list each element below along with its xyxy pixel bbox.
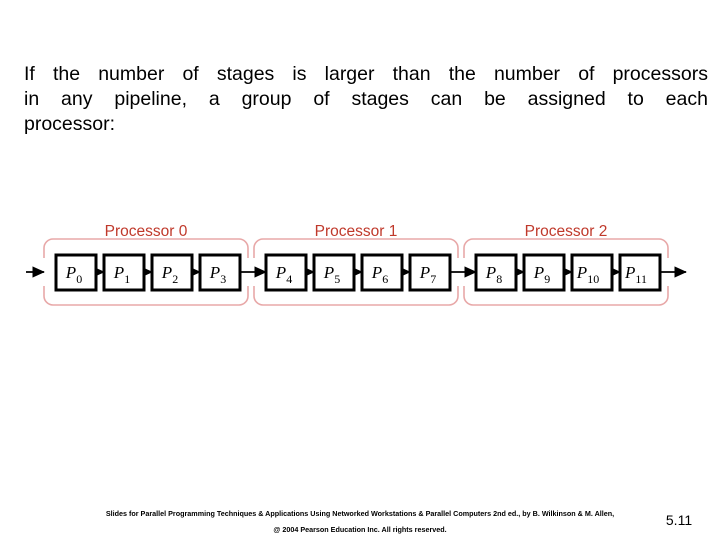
stage-label-sub: 0: [76, 272, 82, 286]
stage-label-base: P: [371, 263, 382, 282]
stage-group-processor-2: P8 P9 P10 P11: [474, 253, 662, 292]
stage-box[interactable]: [408, 253, 452, 292]
stage-label-sub: 2: [172, 272, 178, 286]
svg-text:P8: P8: [485, 263, 502, 286]
stage-box[interactable]: [360, 253, 404, 292]
svg-text:P2: P2: [161, 263, 178, 286]
stage-box[interactable]: [150, 253, 194, 292]
group-label-processor-1: Processor 1: [315, 223, 398, 240]
stage-box[interactable]: [570, 253, 614, 292]
stage-label-base: P: [419, 263, 430, 282]
svg-text:P4: P4: [275, 263, 292, 286]
stage-label-base: P: [533, 263, 544, 282]
stage-label-sub: 10: [587, 272, 599, 286]
stage-label-base: P: [576, 263, 587, 282]
svg-text:P1: P1: [113, 263, 130, 286]
stage-label-base: P: [209, 263, 220, 282]
stage-group-processor-0: P0 P1 P2 P3: [54, 253, 242, 292]
stage-box[interactable]: [522, 253, 566, 292]
svg-text:P6: P6: [371, 263, 388, 286]
stage-label-sub: 8: [496, 272, 502, 286]
stage-label-sub: 6: [382, 272, 388, 286]
footer-credit-line: Slides for Parallel Programming Techniqu…: [105, 509, 615, 518]
page-number: 5.11: [665, 512, 693, 528]
svg-text:P9: P9: [533, 263, 550, 286]
group-label-processor-0: Processor 0: [105, 223, 188, 240]
group-label-processor-2: Processor 2: [525, 223, 608, 240]
stage-label-base: P: [65, 263, 76, 282]
stage-label-sub: 4: [286, 272, 292, 286]
body-line-3: processor:: [24, 113, 116, 135]
pipeline-diagram: Processor 0 Processor 1 Processor 2 P0: [0, 210, 720, 320]
stage-label-sub: 5: [334, 272, 340, 286]
svg-text:P11: P11: [624, 263, 647, 286]
group-labels: Processor 0 Processor 1 Processor 2: [105, 223, 608, 240]
stage-label-base: P: [624, 263, 635, 282]
stage-label-base: P: [485, 263, 496, 282]
stage-label-base: P: [161, 263, 172, 282]
stage-label-base: P: [275, 263, 286, 282]
stage-box[interactable]: [312, 253, 356, 292]
stage-label-sub: 3: [220, 272, 226, 286]
stage-label-sub: 7: [430, 272, 436, 286]
stage-label-base: P: [323, 263, 334, 282]
svg-text:P7: P7: [419, 263, 436, 286]
svg-text:P0: P0: [65, 263, 82, 286]
stage-label-base: P: [113, 263, 124, 282]
stage-label-sub: 11: [635, 272, 647, 286]
footer-copyright-line: @ 2004 Pearson Education Inc. All rights…: [273, 525, 447, 534]
slide-footer: Slides for Parallel Programming Techniqu…: [0, 506, 720, 538]
stage-box[interactable]: [198, 253, 242, 292]
stage-label-sub: 9: [544, 272, 550, 286]
svg-text:P3: P3: [209, 263, 226, 286]
stage-box[interactable]: [102, 253, 146, 292]
svg-text:P10: P10: [576, 263, 599, 286]
svg-text:P5: P5: [323, 263, 340, 286]
stage-box[interactable]: [618, 253, 662, 292]
stage-box[interactable]: [54, 253, 98, 292]
stage-label-sub: 1: [124, 272, 130, 286]
stage-box[interactable]: [474, 253, 518, 292]
stage-group-processor-1: P4 P5 P6 P7: [264, 253, 452, 292]
stage-box[interactable]: [264, 253, 308, 292]
